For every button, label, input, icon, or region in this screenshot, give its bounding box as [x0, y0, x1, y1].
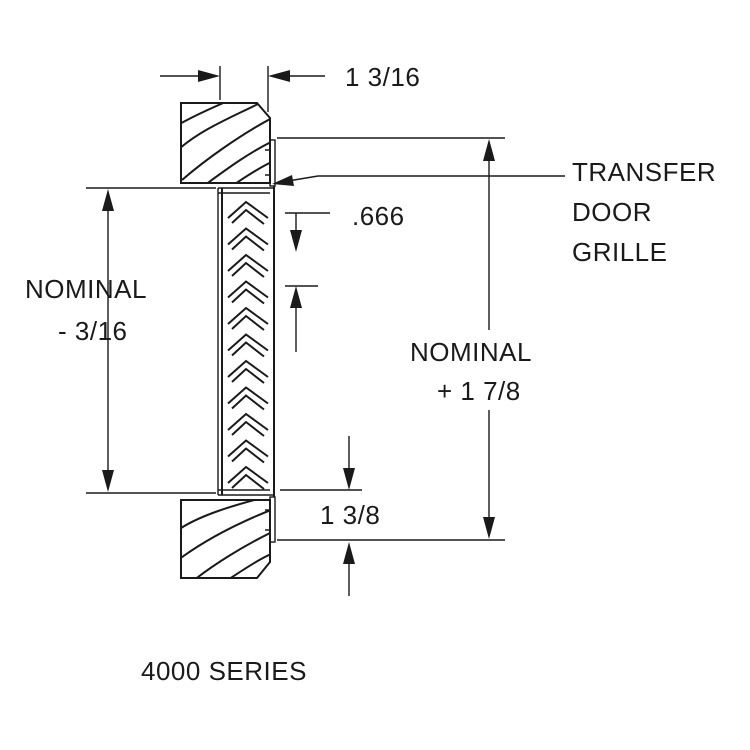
louver-blade: [227, 439, 269, 464]
bottom-offset-dimension: [280, 436, 362, 596]
bottom-door-section: [180, 496, 276, 579]
part-name-line-1: TRANSFER: [572, 157, 716, 187]
right-nominal-label: NOMINAL: [410, 337, 532, 367]
louver-blade: [227, 333, 269, 358]
louver-blade: [227, 306, 269, 331]
bottom-offset-label: 1 3/8: [320, 500, 380, 530]
right-nominal-dimension: [277, 137, 505, 541]
left-nominal-dimension: [86, 187, 216, 494]
part-name-line-3: GRILLE: [572, 237, 668, 267]
louver-blade: [227, 280, 269, 305]
right-offset-label: + 1 7/8: [437, 376, 521, 406]
louver-blade: [227, 200, 269, 225]
louver-blade: [227, 412, 269, 437]
top-door-section: [180, 102, 276, 187]
top-width-dimension: [160, 66, 325, 112]
louver-blade: [227, 359, 269, 384]
left-nominal-label: NOMINAL: [25, 274, 147, 304]
louver-blade: [227, 253, 269, 278]
bottom-door-hatching: [181, 500, 270, 578]
top-door-hatching: [181, 103, 270, 183]
chevron-louvers: [227, 200, 269, 490]
left-offset-label: - 3/16: [58, 316, 128, 346]
louver-blade: [227, 465, 269, 490]
series-title: 4000 SERIES: [141, 656, 307, 686]
grille-frame: [217, 186, 275, 497]
top-width-label: 1 3/16: [345, 62, 420, 92]
louver-pitch-label: .666: [352, 201, 405, 231]
part-name-line-2: DOOR: [572, 197, 652, 227]
louver-pitch-dimension: [285, 212, 330, 352]
part-name-leader: [272, 175, 565, 186]
louver-blade: [227, 227, 269, 252]
louver-blade: [227, 386, 269, 411]
